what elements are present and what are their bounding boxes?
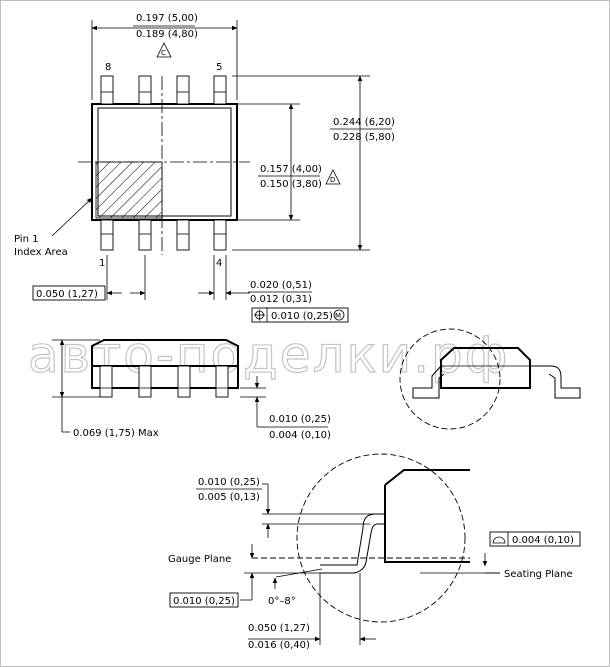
gauge-dim-label: 0.010 (0,25) xyxy=(173,596,235,607)
overall-max-label: 0.244 (6,20) xyxy=(333,117,395,128)
detail-circle xyxy=(296,453,466,623)
svg-text:C: C xyxy=(161,49,166,57)
lead-5 xyxy=(213,75,227,105)
pin1-index-area xyxy=(95,161,163,219)
detail-view: 0.010 (0,25) 0.005 (0,13) Gauge Plane 0.… xyxy=(168,453,581,651)
pitch-box xyxy=(32,285,106,301)
width-max-label: 0.197 (5,00) xyxy=(136,13,198,24)
lead-6 xyxy=(176,75,190,105)
lower-leads xyxy=(100,219,227,251)
angle-label: 0°–8° xyxy=(268,596,296,607)
note-d-triangle: D xyxy=(325,169,341,185)
body-min-label: 0.150 (3,80) xyxy=(260,179,322,190)
side-lead-4 xyxy=(215,365,229,398)
pin1-index-label-2: Index Area xyxy=(14,247,68,258)
detail-body-top xyxy=(384,469,470,486)
svg-text:M: M xyxy=(335,312,341,320)
top-view: 8 5 1 4 0.197 (5,00) 0.189 (4,80) C 0.24… xyxy=(14,13,395,323)
lead-1 xyxy=(100,219,114,251)
angle-line xyxy=(275,568,323,578)
position-tolerance-label: 0.010 (0,25) xyxy=(271,311,333,322)
standoff-max-label: 0.010 (0,25) xyxy=(269,414,331,425)
lead-8 xyxy=(100,75,114,105)
body-max-label: 0.157 (4,00) xyxy=(260,164,322,175)
upper-leads xyxy=(100,75,227,105)
detail-lead-top-edge xyxy=(320,513,385,566)
coplanarity-frame: 0.004 (0,10) xyxy=(489,531,581,547)
lead-thickness-max-label: 0.010 (0,25) xyxy=(198,477,260,488)
foot-length-max-label: 0.050 (1,27) xyxy=(248,623,310,634)
mmc-modifier-icon xyxy=(333,309,345,321)
side-lead-3 xyxy=(177,365,191,398)
lead-3 xyxy=(176,219,190,251)
pin-1-label: 1 xyxy=(99,258,105,269)
side-lead-2 xyxy=(138,365,152,398)
seating-plane-label: Seating Plane xyxy=(504,569,573,580)
pin1-index-label-1: Pin 1 xyxy=(14,234,38,245)
end-view xyxy=(399,328,581,430)
detail-lead-bottom-edge xyxy=(320,523,385,574)
lead-width-max-label: 0.020 (0,51) xyxy=(250,280,312,291)
lead-7 xyxy=(138,75,152,105)
end-view-detail-circle xyxy=(399,328,501,430)
profile-of-surface-icon xyxy=(492,536,506,544)
pin-4-label: 4 xyxy=(216,258,222,269)
end-view-body xyxy=(440,347,531,389)
foot-length-min-label: 0.016 (0,40) xyxy=(248,640,310,651)
height-max-label: 0.069 (1,75) Max xyxy=(73,428,159,439)
note-c-triangle: C xyxy=(156,42,172,58)
end-view-lead-right xyxy=(530,365,581,399)
standoff-min-label: 0.004 (0,10) xyxy=(269,430,331,441)
position-tolerance-frame: 0.010 (0,25) M xyxy=(251,307,349,323)
pin-5-label: 5 xyxy=(216,62,222,73)
pin-8-label: 8 xyxy=(105,62,111,73)
end-view-lead-left xyxy=(412,365,445,399)
lead-4 xyxy=(213,219,227,251)
svg-text:D: D xyxy=(330,176,335,184)
overall-min-label: 0.228 (5,80) xyxy=(333,132,395,143)
side-view: 0.069 (1,75) Max 0.010 (0,25) 0.004 (0,1… xyxy=(52,339,331,441)
lead-2 xyxy=(138,219,152,251)
gauge-dim-box xyxy=(169,592,239,608)
gauge-plane-label: Gauge Plane xyxy=(168,554,231,565)
lead-thickness-min-label: 0.005 (0,13) xyxy=(198,492,260,503)
coplanarity-label: 0.004 (0,10) xyxy=(512,535,574,546)
detail-body-side xyxy=(384,485,470,563)
side-lead-1 xyxy=(99,365,113,398)
pin1-index-leader xyxy=(51,197,93,237)
pitch-label: 0.050 (1,27) xyxy=(36,289,98,300)
width-min-label: 0.189 (4,80) xyxy=(136,29,198,40)
lead-width-min-label: 0.012 (0,31) xyxy=(250,294,312,305)
